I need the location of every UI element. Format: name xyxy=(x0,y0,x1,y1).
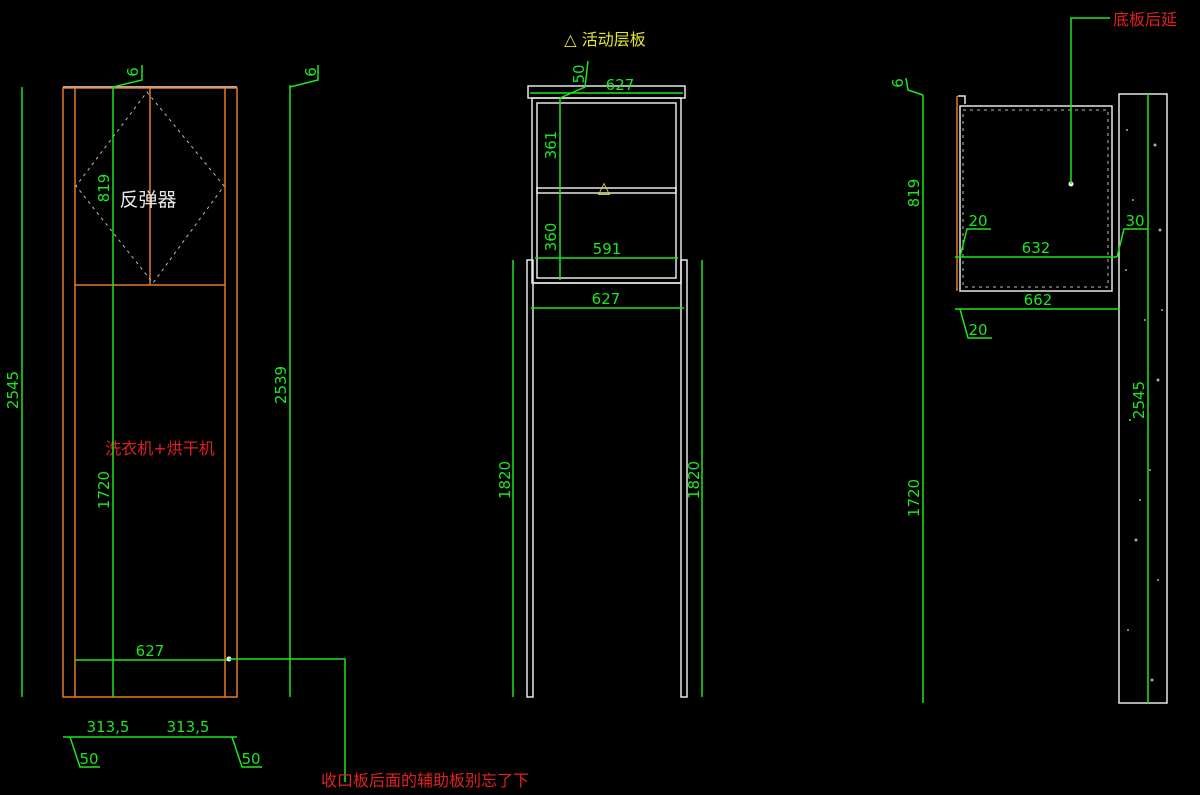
rebound-label: 反弹器 xyxy=(119,189,176,211)
rack-leg-right xyxy=(680,259,688,698)
dim-6: 6 xyxy=(302,67,320,77)
cabinet-inner-dashed xyxy=(962,109,1109,288)
dim-2545: 2545 xyxy=(1130,381,1148,419)
dim-591: 591 xyxy=(593,240,622,258)
leader xyxy=(289,65,319,88)
dim-50: 50 xyxy=(79,750,98,768)
rack-title: △ 活动层板 xyxy=(564,30,645,49)
leader xyxy=(231,736,262,768)
dim-632: 632 xyxy=(1022,239,1051,257)
bottom-note: 收口板后面的辅助板别忘了下 xyxy=(321,771,529,790)
concrete-texture xyxy=(1125,129,1163,682)
dim-20-top: 20 xyxy=(968,212,987,230)
dim-627-bottom: 627 xyxy=(592,290,621,308)
dim-50: 50 xyxy=(570,64,588,83)
dim-6: 6 xyxy=(889,78,907,88)
dim-1820-left: 1820 xyxy=(496,461,514,499)
leader xyxy=(112,65,143,88)
dim-30: 30 xyxy=(1125,212,1144,230)
leader xyxy=(959,308,992,339)
dim-313-5: 313,5 xyxy=(167,718,210,736)
dim-360: 360 xyxy=(542,223,560,252)
hinge xyxy=(958,95,966,104)
dim-819: 819 xyxy=(905,179,923,208)
dim-627: 627 xyxy=(136,642,165,660)
cabinet-side xyxy=(959,105,1113,292)
dim-819: 819 xyxy=(95,174,113,203)
concrete-wall xyxy=(1118,93,1168,704)
dim-50: 50 xyxy=(241,750,260,768)
adjustable-shelf xyxy=(536,187,677,194)
dim-1720: 1720 xyxy=(95,471,113,509)
dim-20-bottom: 20 xyxy=(968,321,987,339)
side-view: 底板后延 6 819 1720 2545 632 20 30 662 20 xyxy=(889,10,1177,704)
dim-1720: 1720 xyxy=(905,479,923,517)
leader xyxy=(559,60,589,99)
dim-6: 6 xyxy=(124,67,142,77)
front-view: 反弹器 洗衣机+烘干机 819 1720 2545 2539 6 6 627 3… xyxy=(4,65,529,790)
dim-2545: 2545 xyxy=(4,371,22,409)
top-note: 底板后延 xyxy=(1113,10,1177,29)
appliance-label: 洗衣机+烘干机 xyxy=(105,439,214,458)
dim-627-top: 627 xyxy=(606,76,635,94)
leader xyxy=(1116,228,1148,258)
shelf-marker: △ xyxy=(598,178,611,197)
dim-313-5: 313,5 xyxy=(87,718,130,736)
leader xyxy=(905,77,924,96)
rack-view: △ 活动层板 △ 627 50 361 360 591 627 1820 182… xyxy=(496,30,703,698)
rack-leg-left xyxy=(526,259,534,698)
leader xyxy=(959,228,991,258)
leader xyxy=(69,736,100,768)
note-leader xyxy=(229,658,346,782)
dim-1820-right: 1820 xyxy=(685,461,703,499)
note-leader xyxy=(1070,17,1110,184)
dim-662: 662 xyxy=(1024,291,1053,309)
dim-2539: 2539 xyxy=(272,366,290,404)
dim-361: 361 xyxy=(542,131,560,160)
